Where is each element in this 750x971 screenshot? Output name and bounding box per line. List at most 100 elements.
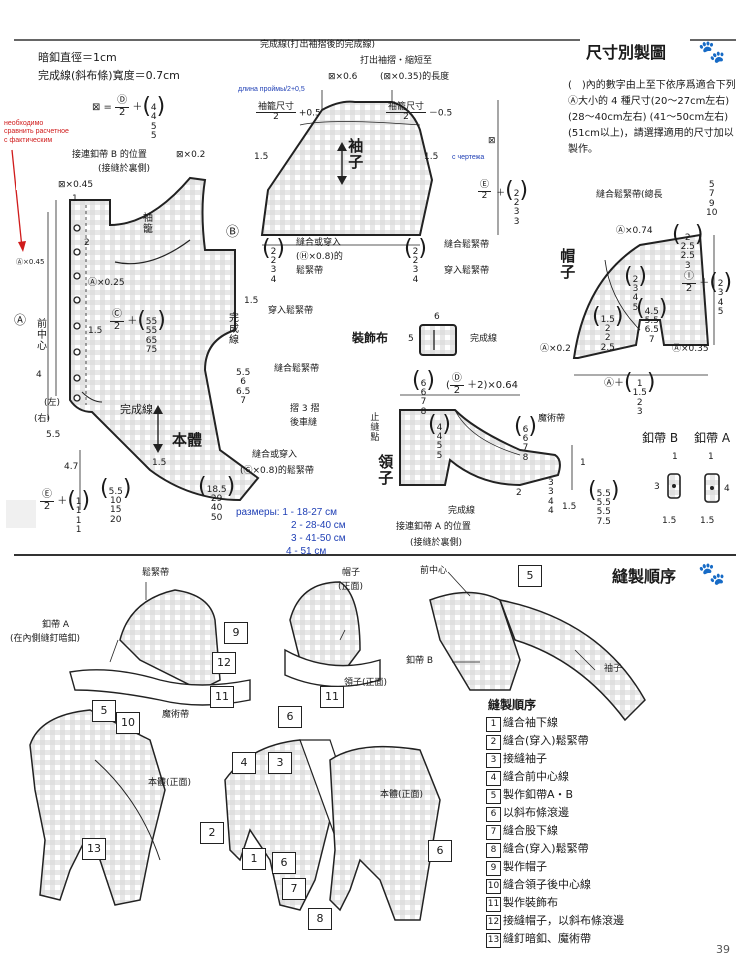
body-fold3-2: 後車縫 bbox=[290, 418, 318, 428]
hat-top-4: 3 bbox=[684, 260, 691, 271]
size-ru-1: 1 - 18-27 см bbox=[282, 507, 338, 518]
step-4-text: 縫合前中心線 bbox=[503, 770, 569, 783]
sleeve-x-mark: ⊠ bbox=[488, 136, 496, 146]
hat-top-2: 2.5 bbox=[680, 241, 695, 252]
collar-mid-4: 5 bbox=[436, 450, 443, 461]
hat-top-3: 2.5 bbox=[680, 251, 695, 262]
sleeve-pleat-note-1: 打出袖摺・縮短至 bbox=[360, 56, 433, 66]
step-tag-11b: 11 bbox=[320, 686, 344, 708]
deco-m5: 5 bbox=[408, 334, 414, 344]
body-d-val-4: 5 bbox=[150, 131, 157, 142]
step-tag-10: 10 bbox=[116, 712, 140, 734]
sew-elastic-label: 鬆緊帶 bbox=[142, 568, 170, 578]
collar-left-2: 6 bbox=[420, 387, 427, 398]
collar-finish-line: 完成線 bbox=[448, 506, 476, 516]
tab-m4: 4 bbox=[724, 484, 730, 494]
body-d-val-1: 4 bbox=[150, 103, 157, 113]
hat-left-1: 1.5 bbox=[600, 314, 615, 325]
collar-right-1: 5.5 bbox=[596, 488, 611, 499]
body-sew-elastic-2: (Ⓖ×0.8)的鬆緊帶 bbox=[240, 466, 314, 476]
collar-d-num: Ⓓ bbox=[449, 373, 464, 386]
hat-band-val-4: 10 bbox=[706, 208, 718, 219]
body-e-val-4: 1 bbox=[75, 525, 82, 536]
body-c-val-3: 65 bbox=[145, 335, 158, 346]
collar-m1: 1 bbox=[580, 458, 586, 468]
sleeve-size-left-num: 袖籠尺寸 bbox=[256, 102, 297, 114]
step-tag-3: 3 bbox=[268, 752, 292, 774]
body-m15a: 1.5 bbox=[88, 326, 103, 336]
step-6-num: 6 bbox=[486, 807, 501, 822]
body-hip-val-4: 7 bbox=[240, 396, 247, 407]
hat-i-num: Ⓘ bbox=[682, 271, 696, 284]
step-tag-11: 11 bbox=[210, 686, 234, 708]
body-d-num: Ⓓ bbox=[115, 95, 130, 108]
paw-icon-2: 🐾 bbox=[698, 562, 726, 587]
step-tag-6: 6 bbox=[278, 706, 302, 728]
body-m55: 5.5 bbox=[46, 430, 61, 440]
collar-r-3: 4 bbox=[548, 496, 554, 507]
body-sew-band: 縫合鬆緊帶 bbox=[274, 364, 320, 374]
step-9-num: 9 bbox=[486, 861, 501, 876]
sew-hat-label-2: (正面) bbox=[338, 582, 364, 592]
sleeve-pleat-note-2: (⊠×0.35)的長度 bbox=[380, 72, 450, 82]
collar-left-4: 8 bbox=[420, 406, 427, 417]
hat-ax035: Ⓐ×0.35 bbox=[672, 344, 709, 354]
step-4-num: 4 bbox=[486, 771, 501, 786]
body-front-label: 前中心 bbox=[34, 318, 46, 351]
collar-left-3: 7 bbox=[420, 397, 427, 408]
body-leg-a-1: 5.5 bbox=[108, 486, 123, 497]
step-tag-1: 1 bbox=[242, 848, 266, 870]
body-leg-b-4: 50 bbox=[210, 512, 223, 523]
collar-m2: 2 bbox=[516, 488, 522, 498]
body-m15c: 1.5 bbox=[244, 296, 259, 306]
collar-mid-3: 5 bbox=[436, 441, 443, 452]
body-c-val-2: 55 bbox=[145, 326, 158, 337]
hat-left-2: 2 bbox=[604, 323, 611, 334]
sleeve-sew-band: 縫合鬆緊帶 bbox=[444, 240, 490, 250]
collar-r-1: 3 bbox=[548, 478, 554, 488]
body-e-num: Ⓔ bbox=[40, 489, 54, 502]
collar-velcro: 魔術帶 bbox=[538, 414, 566, 424]
body-d-val-3: 5 bbox=[150, 121, 157, 132]
sleeve-size-left-den: 2 bbox=[273, 112, 279, 123]
step-12-num: 12 bbox=[486, 915, 501, 930]
hat-i-3: 4 bbox=[717, 297, 724, 308]
body-finish-line-2: 完成線 bbox=[120, 403, 153, 416]
sleeve-m15b: 1.5 bbox=[424, 152, 439, 162]
hat-aplus-4: 3 bbox=[636, 407, 643, 418]
page-number: 39 bbox=[716, 943, 730, 956]
step-7-num: 7 bbox=[486, 825, 501, 840]
body-c-val-4: 75 bbox=[145, 345, 158, 356]
sew-sleeve-label: 袖子 bbox=[604, 664, 623, 674]
sew-tab-b-label: 釦帶 B bbox=[406, 656, 434, 666]
sleeve-x06: ⊠×0.6 bbox=[328, 72, 358, 82]
collar-tab-pos-2: (接縫於裏側) bbox=[410, 538, 463, 548]
sleeve-thread-band: 穿入鬆緊帶 bbox=[444, 266, 490, 276]
sleeve-left-val-3: 3 bbox=[270, 265, 277, 276]
step-10-text: 縫合領子後中心線 bbox=[503, 878, 591, 891]
sew-velcro-label: 魔術帶 bbox=[162, 710, 190, 720]
body-e-val-3: 1 bbox=[75, 515, 82, 526]
